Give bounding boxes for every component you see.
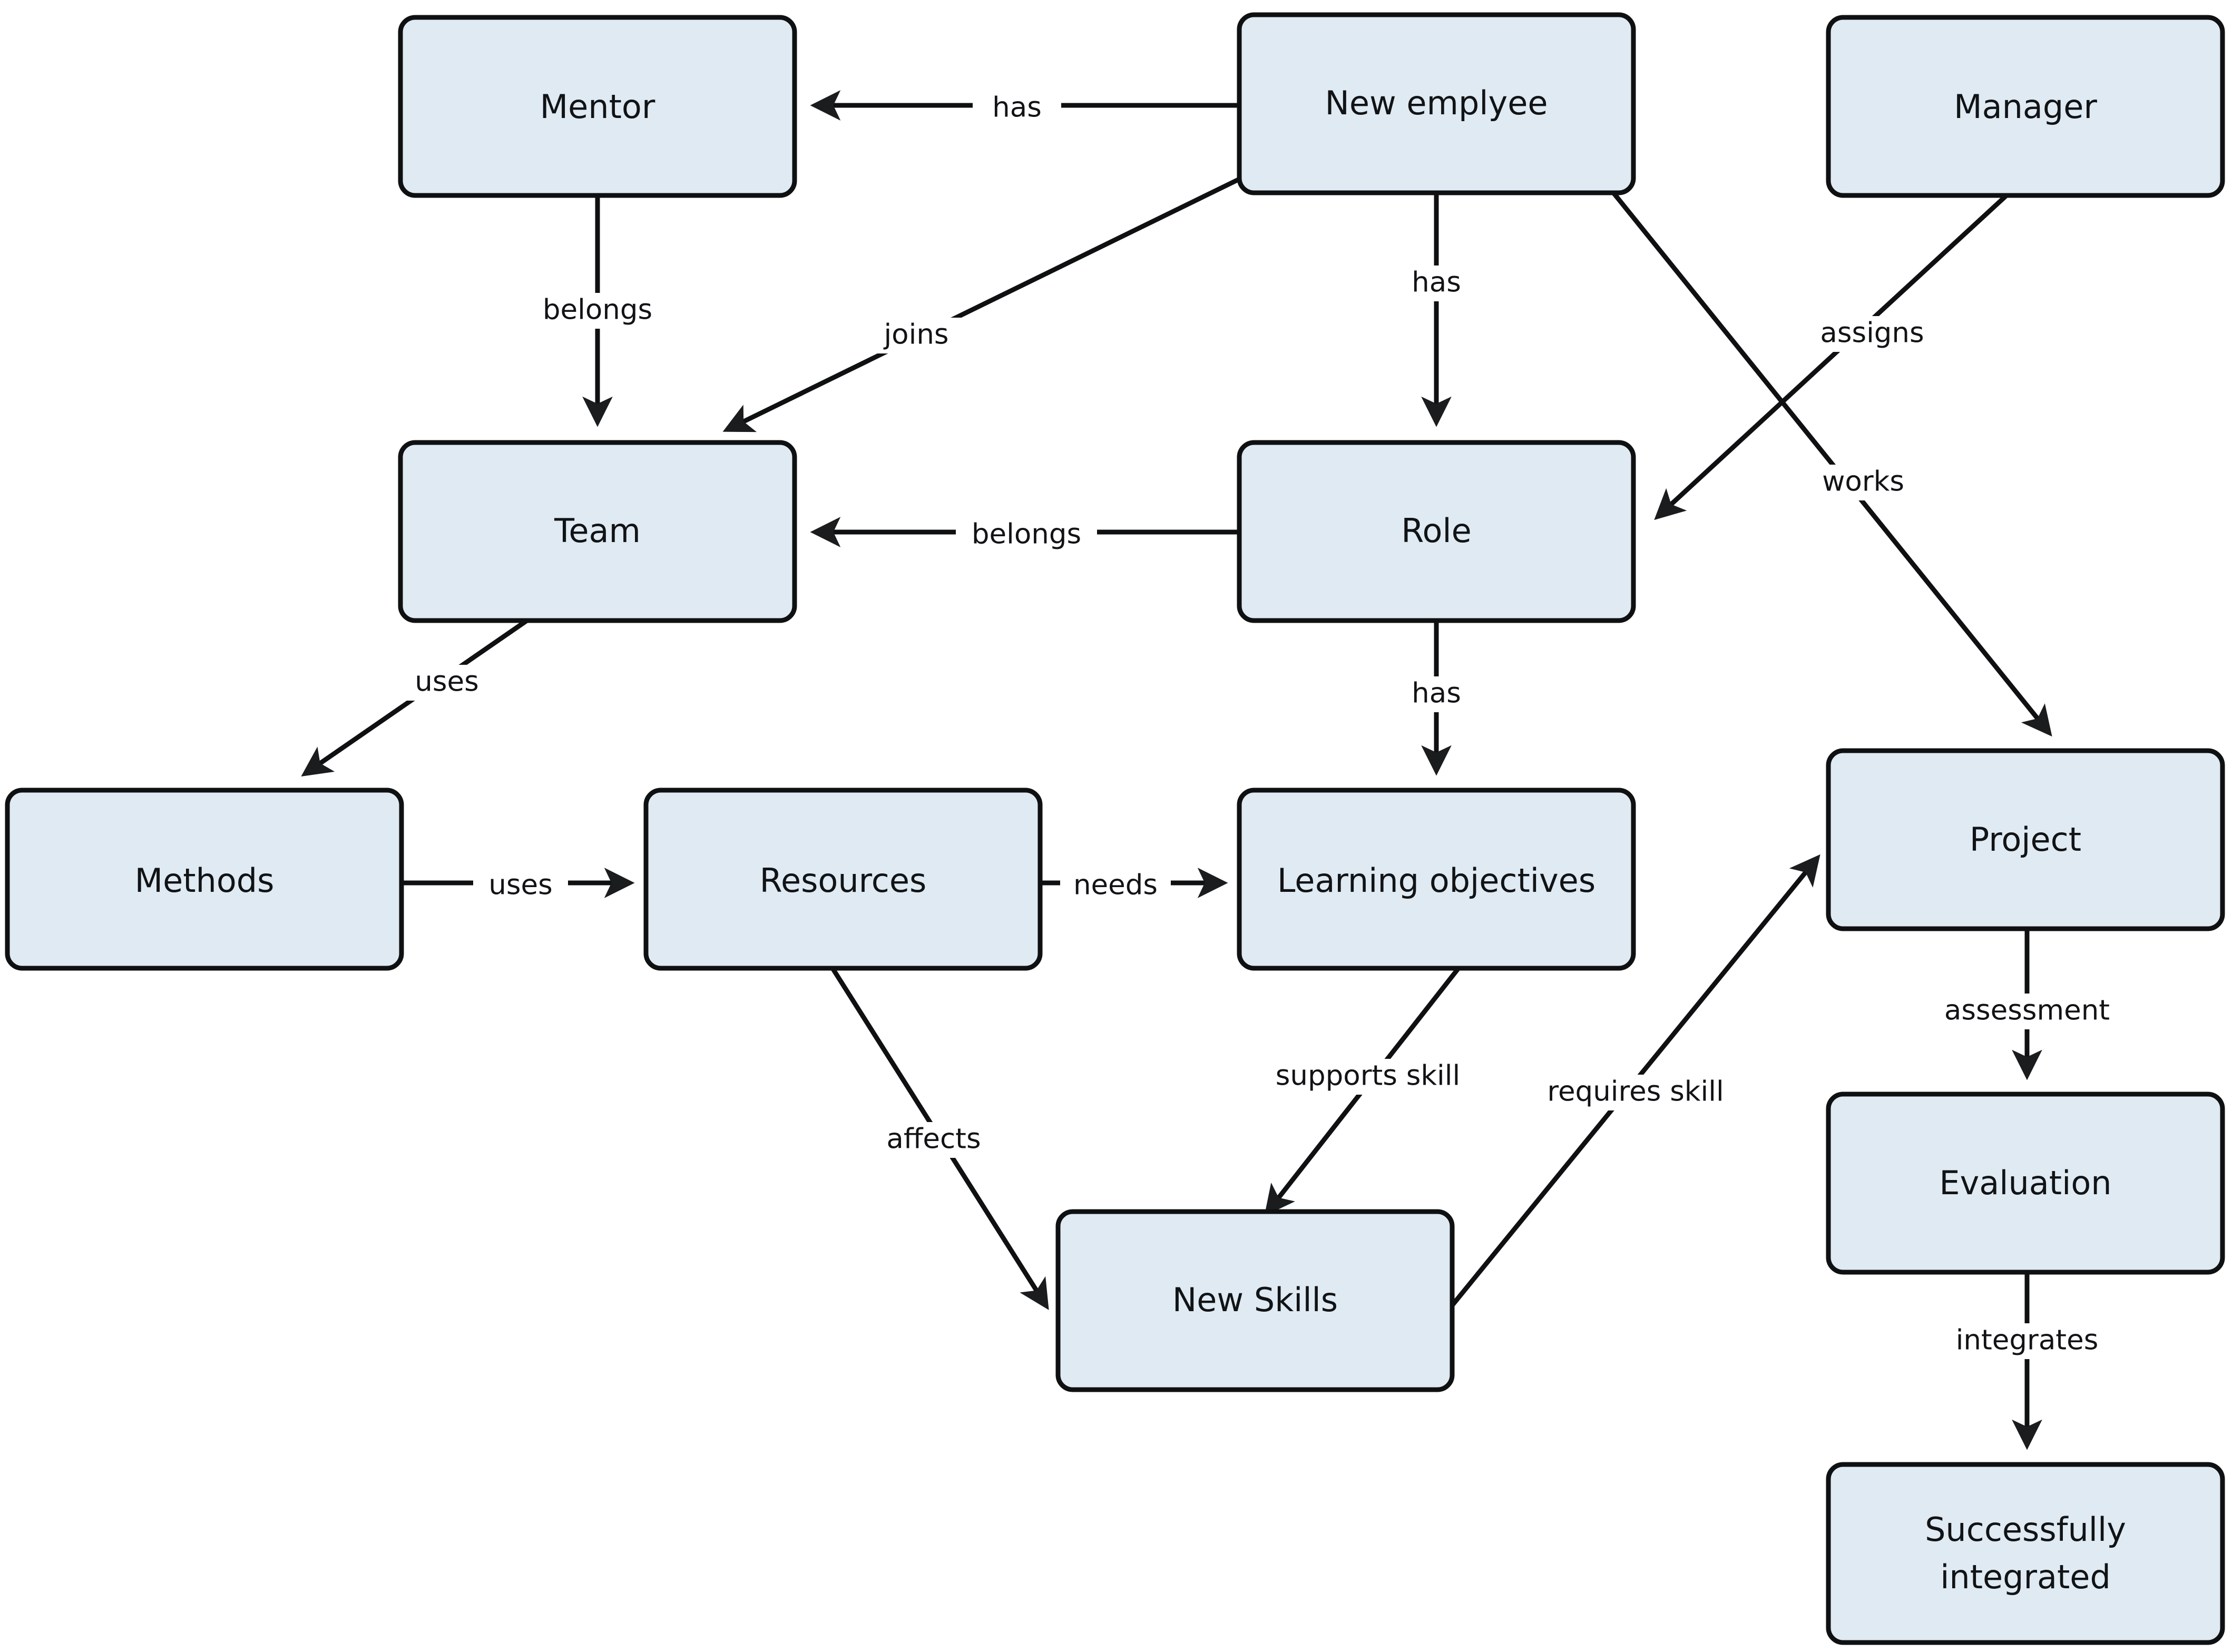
- node-project-label: Project: [1970, 820, 2081, 859]
- node-resources[interactable]: Resources: [643, 788, 1043, 971]
- edge-role-to-learning: has: [1392, 621, 1481, 776]
- node-manager-box[interactable]: [1826, 15, 2225, 198]
- node-team-label: Team: [554, 512, 641, 550]
- node-role-label: Role: [1401, 512, 1472, 550]
- edge-mentor-to-team: belongs: [527, 195, 668, 427]
- edge-resources-to-learning: needs: [1040, 868, 1228, 904]
- node-learning-objectives-box[interactable]: [1237, 788, 1636, 971]
- edge-team-to-methods: uses: [301, 618, 528, 776]
- node-new-employee[interactable]: New emplyee: [1237, 12, 1636, 195]
- edge-manager-to-role: assigns: [1654, 193, 2009, 520]
- node-role-box[interactable]: [1237, 440, 1636, 623]
- node-methods[interactable]: Methods: [5, 788, 404, 971]
- node-successfully-integrated-label-line1: Successfully: [1925, 1510, 2126, 1549]
- node-mentor-label: Mentor: [540, 87, 655, 126]
- edge-new-skills-to-project: requires skill: [1450, 854, 1820, 1307]
- edge-new-employee-to-team: joins: [722, 176, 1240, 432]
- edge-label-has-mentor: has: [992, 92, 1042, 124]
- edge-evaluation-to-success: integrates: [1944, 1272, 2112, 1450]
- node-learning-objectives[interactable]: Learning objectives: [1237, 788, 1636, 971]
- edge-label-uses-resources: uses: [488, 869, 552, 901]
- node-manager[interactable]: Manager: [1826, 15, 2225, 198]
- node-mentor-box[interactable]: [398, 15, 797, 198]
- edge-label-needs: needs: [1073, 869, 1158, 901]
- node-role[interactable]: Role: [1237, 440, 1636, 623]
- edge-label-integrates: integrates: [1956, 1324, 2099, 1356]
- node-new-skills-label: New Skills: [1172, 1281, 1338, 1319]
- edge-label-requires-skill: requires skill: [1547, 1076, 1724, 1108]
- node-successfully-integrated-box[interactable]: [1826, 1462, 2225, 1645]
- edges-layer: has belongs joins has: [301, 90, 2122, 1450]
- edge-label-assigns: assigns: [1820, 317, 1924, 349]
- node-resources-box[interactable]: [643, 788, 1043, 971]
- edge-project-to-evaluation: assessment: [1932, 929, 2122, 1080]
- node-mentor[interactable]: Mentor: [398, 15, 797, 198]
- edge-label-has-role: has: [1412, 267, 1461, 299]
- node-evaluation-label: Evaluation: [1939, 1164, 2111, 1202]
- edge-label-supports-skill: supports skill: [1276, 1060, 1460, 1092]
- node-successfully-integrated[interactable]: Successfully integrated: [1826, 1462, 2225, 1645]
- edge-label-belongs-role: belongs: [972, 518, 1081, 550]
- edge-label-joins: joins: [883, 319, 948, 351]
- edge-role-to-team: belongs: [810, 517, 1239, 553]
- node-team-box[interactable]: [398, 440, 797, 623]
- node-new-skills[interactable]: New Skills: [1055, 1209, 1455, 1392]
- node-new-employee-label: New emplyee: [1325, 84, 1548, 122]
- edge-methods-to-resources: uses: [402, 868, 635, 904]
- node-methods-label: Methods: [135, 861, 275, 900]
- node-evaluation-box[interactable]: [1826, 1092, 2225, 1275]
- node-methods-box[interactable]: [5, 788, 404, 971]
- node-new-employee-box[interactable]: [1237, 12, 1636, 195]
- edge-label-works: works: [1822, 466, 1904, 498]
- edge-new-employee-to-mentor: has: [810, 90, 1239, 126]
- edge-label-belongs-mentor: belongs: [543, 294, 652, 326]
- edge-learning-to-new-skills: supports skill: [1264, 967, 1472, 1216]
- edge-label-assessment: assessment: [1944, 995, 2110, 1027]
- node-resources-label: Resources: [760, 861, 927, 900]
- edge-new-employee-to-role: has: [1392, 193, 1481, 427]
- node-successfully-integrated-label-line2: integrated: [1940, 1558, 2111, 1596]
- node-evaluation[interactable]: Evaluation: [1826, 1092, 2225, 1275]
- edge-resources-to-new-skills: affects: [830, 967, 1049, 1310]
- node-learning-objectives-label: Learning objectives: [1277, 861, 1595, 900]
- node-project[interactable]: Project: [1826, 748, 2225, 931]
- nodes-layer: Mentor New emplyee Manager Team Role Met: [5, 12, 2225, 1645]
- node-project-box[interactable]: [1826, 748, 2225, 931]
- node-new-skills-box[interactable]: [1055, 1209, 1455, 1392]
- edge-new-employee-to-project: works: [1611, 191, 2052, 737]
- node-team[interactable]: Team: [398, 440, 797, 623]
- edge-label-affects: affects: [886, 1123, 981, 1155]
- edge-label-uses-methods: uses: [415, 666, 478, 698]
- edge-label-has-learning: has: [1412, 677, 1461, 710]
- node-manager-label: Manager: [1954, 87, 2097, 126]
